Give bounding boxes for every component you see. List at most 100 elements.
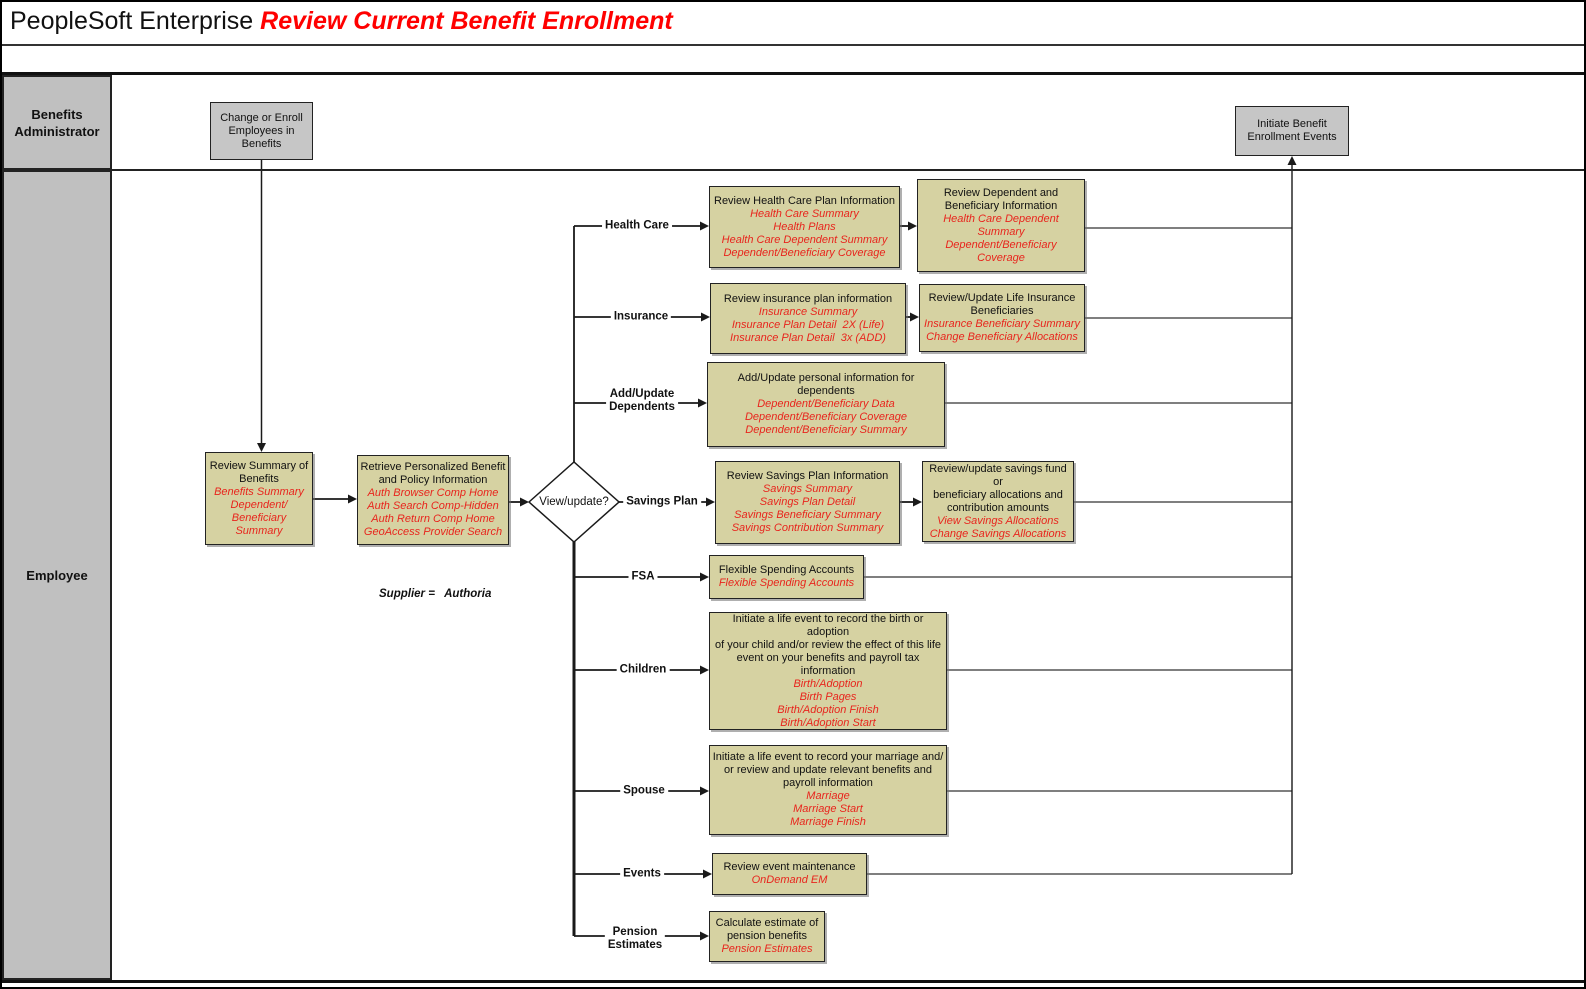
branch-label-spouse: Spouse bbox=[620, 784, 668, 798]
page-link: Flexible Spending Accounts bbox=[718, 577, 855, 589]
box-title: Add/Update personal information for depe… bbox=[737, 372, 915, 397]
page-link: Dependent/Beneficiary Coverage bbox=[723, 246, 886, 259]
box-title: Initiate a life event to record your mar… bbox=[712, 751, 944, 789]
page-link: Beneficiary bbox=[231, 511, 287, 524]
page-link: Health Care Summary bbox=[750, 207, 859, 220]
page-link: Summary bbox=[235, 524, 283, 537]
pension-estimates-box: Calculate estimate of pension benefits P… bbox=[709, 911, 825, 962]
box-title: Review Summary of Benefits bbox=[209, 459, 309, 485]
box-title: Calculate estimate of pension benefits bbox=[715, 917, 819, 942]
page-link: OnDemand EM bbox=[751, 874, 828, 886]
page-link: Dependent/Beneficiary bbox=[945, 238, 1057, 251]
branch-label-children: Children bbox=[616, 663, 670, 677]
decision-label: View/update? bbox=[539, 496, 609, 508]
page-link: Marriage bbox=[806, 790, 850, 802]
page-link: Auth Browser Comp Home bbox=[367, 487, 499, 499]
box-title: Review event maintenance bbox=[723, 861, 856, 873]
event-maintenance-box: Review event maintenance OnDemand EM bbox=[712, 853, 867, 895]
insurance-plan-box: Review insurance plan information Insura… bbox=[710, 283, 906, 354]
branch-label-events: Events bbox=[620, 867, 664, 881]
box-title: Review/Update Life Insurance Beneficiari… bbox=[928, 292, 1076, 317]
bottom-border bbox=[2, 980, 1584, 983]
title-prefix: PeopleSoft Enterprise bbox=[10, 7, 254, 35]
page-link: Benefits Summary bbox=[214, 485, 304, 498]
savings-plan-info-box: Review Savings Plan Information Savings … bbox=[715, 461, 900, 544]
page-link: Savings Contribution Summary bbox=[731, 522, 884, 534]
branch-label-health-care: Health Care bbox=[602, 219, 672, 233]
review-summary-box: Review Summary of Benefits Benefits Summ… bbox=[205, 452, 313, 545]
dependent-beneficiary-info-box: Review Dependent and Beneficiary Informa… bbox=[917, 179, 1085, 272]
page-link: Savings Beneficiary Summary bbox=[734, 509, 881, 521]
decision-diamond-shape bbox=[527, 460, 621, 544]
page-link-list: Flexible Spending Accounts bbox=[719, 577, 854, 590]
page-link: Health Plans bbox=[773, 220, 836, 233]
title-bar: PeopleSoft Enterprise Review Current Ben… bbox=[2, 2, 1584, 46]
title-process-name: Review Current Benefit Enrollment bbox=[260, 7, 673, 35]
box-title: Flexible Spending Accounts bbox=[718, 564, 855, 576]
fsa-box: Flexible Spending Accounts Flexible Spen… bbox=[709, 555, 864, 599]
box-title: Review/update savings fund or beneficiar… bbox=[929, 462, 1067, 514]
change-or-enroll-box: Change or Enroll Employees in Benefits bbox=[210, 102, 313, 160]
page-link: GeoAccess Provider Search bbox=[363, 526, 503, 538]
page-link: Insurance Summary bbox=[758, 305, 858, 318]
page-link: Health Care Dependent Summary bbox=[721, 233, 888, 246]
page-title: PeopleSoft Enterprise Review Current Ben… bbox=[10, 7, 673, 36]
lane-benefits-administrator: Benefits Administrator bbox=[2, 75, 112, 170]
box-title: Review insurance plan information bbox=[723, 292, 893, 305]
page-link: View Savings Allocations bbox=[937, 514, 1059, 527]
box-title: Review Dependent and Beneficiary Informa… bbox=[943, 186, 1059, 212]
page-link: Insurance Plan Detail 3x (ADD) bbox=[730, 331, 886, 344]
page-link: Auth Return Comp Home bbox=[371, 513, 495, 525]
empty-band bbox=[2, 46, 1584, 75]
box-title: Retrieve Personalized Benefit and Policy… bbox=[360, 461, 506, 486]
branch-label-pension-estimates: Pension Estimates bbox=[604, 926, 666, 952]
box-title: Review Savings Plan Information bbox=[726, 470, 889, 482]
page-link-list: Pension Estimates bbox=[721, 943, 812, 956]
page-link: Savings Summary bbox=[762, 483, 853, 495]
page-link: Pension Estimates bbox=[721, 943, 813, 955]
page-link: Insurance Beneficiary Summary bbox=[924, 318, 1080, 330]
page-link: Dependent/Beneficiary Coverage bbox=[744, 411, 908, 423]
retrieve-benefit-box: Retrieve Personalized Benefit and Policy… bbox=[357, 455, 509, 545]
box-title: Initiate Benefit Enrollment Events bbox=[1247, 118, 1337, 143]
box-title: Review Health Care Plan Information bbox=[714, 194, 895, 207]
initiate-benefit-enrollment-box: Initiate Benefit Enrollment Events bbox=[1235, 106, 1349, 156]
page-link: Birth Pages bbox=[799, 690, 857, 703]
page-link: Summary bbox=[977, 225, 1025, 238]
page-link: Auth Search Comp-Hidden bbox=[367, 500, 499, 512]
page-link: Insurance Plan Detail 2X (Life) bbox=[731, 318, 885, 331]
page-link: Dependent/Beneficiary Data bbox=[757, 398, 895, 410]
health-care-plan-box: Review Health Care Plan Information Heal… bbox=[709, 186, 900, 268]
marriage-box: Initiate a life event to record your mar… bbox=[709, 745, 947, 835]
add-update-dependents-box: Add/Update personal information for depe… bbox=[707, 362, 945, 447]
page-link: Birth/Adoption bbox=[793, 677, 863, 690]
birth-adoption-box: Initiate a life event to record the birt… bbox=[709, 612, 947, 730]
page-link: Health Care Dependent bbox=[943, 212, 1059, 225]
page-link: Dependent/ bbox=[230, 498, 288, 511]
page-link: Change Beneficiary Allocations bbox=[926, 331, 1078, 343]
lane-employee: Employee bbox=[2, 170, 112, 980]
branch-label-fsa: FSA bbox=[628, 570, 658, 584]
page-link: Change Savings Allocations bbox=[929, 527, 1067, 540]
page-link: Birth/Adoption Finish bbox=[777, 703, 879, 716]
branch-label-insurance: Insurance bbox=[610, 310, 672, 324]
page-link: Birth/Adoption Start bbox=[780, 716, 876, 729]
page-link: Dependent/Beneficiary Summary bbox=[745, 424, 907, 436]
page-link: Marriage Finish bbox=[790, 816, 866, 828]
box-title: Change or Enroll Employees in Benefits bbox=[220, 111, 303, 150]
box-title: Initiate a life event to record the birt… bbox=[714, 612, 942, 677]
life-insurance-beneficiaries-box: Review/Update Life Insurance Beneficiari… bbox=[919, 284, 1085, 352]
page-link: Coverage bbox=[977, 251, 1025, 264]
